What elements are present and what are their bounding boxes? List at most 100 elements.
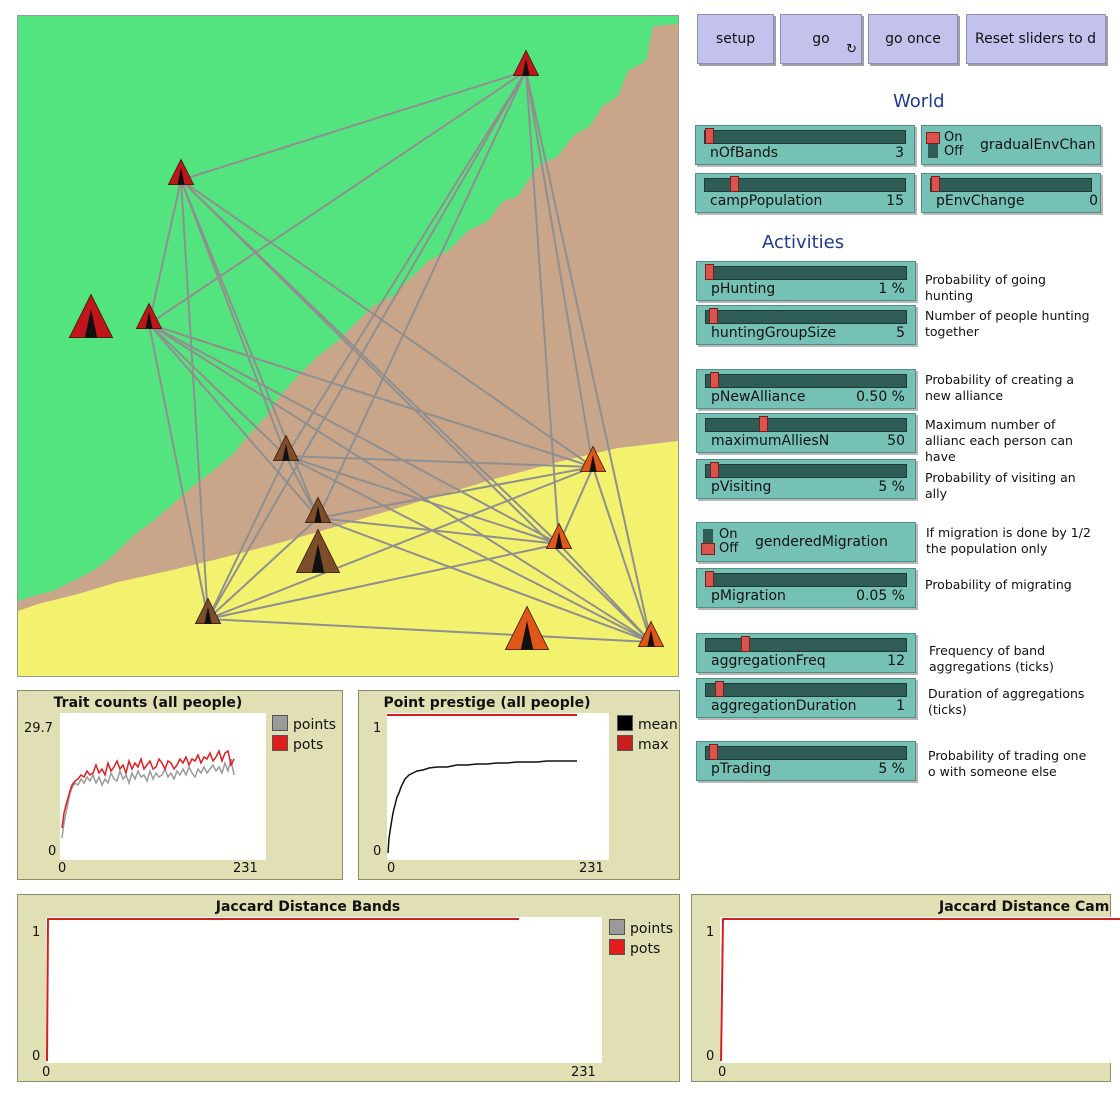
slider-thumb[interactable] (759, 416, 768, 432)
camp-tent-icon[interactable] (68, 293, 114, 339)
plot-title: Jaccard Distance Cam (939, 899, 1110, 915)
alliance-link (148, 70, 527, 325)
slider-thumb[interactable] (705, 264, 714, 280)
camp-tent-icon[interactable] (167, 158, 195, 186)
alliance-link (317, 517, 652, 643)
switch-label: genderedMigration (755, 534, 888, 550)
camp-tent-icon[interactable] (637, 620, 665, 647)
y-max-label: 1 (32, 925, 41, 940)
slider-thumb[interactable] (705, 128, 714, 144)
camp-tent-icon[interactable] (579, 445, 607, 473)
y-min-label: 0 (48, 844, 57, 859)
series-pots (46, 918, 519, 1062)
x-min-label: 0 (42, 1065, 51, 1080)
x-max-label: 231 (571, 1065, 596, 1080)
camp-tent-icon[interactable] (295, 528, 341, 573)
camp-tent-icon[interactable] (304, 496, 332, 524)
reset-sliders-button[interactable]: Reset sliders to d (966, 14, 1106, 64)
slider-thumb[interactable] (710, 372, 719, 388)
plot-area (387, 713, 609, 860)
go-once-button[interactable]: go once (868, 14, 958, 64)
series-points (61, 758, 235, 839)
section-title-world: World (893, 91, 945, 112)
switch-knob[interactable] (701, 543, 715, 555)
slider-thumb[interactable] (730, 176, 739, 192)
camp-tent-icon[interactable] (272, 434, 300, 462)
alliance-link (148, 323, 652, 643)
slider-label: aggregationFreq (711, 653, 826, 669)
x-min-label: 0 (58, 861, 67, 876)
plot-svg (61, 748, 235, 839)
slider-value: 5 % (878, 479, 905, 495)
camp-tent-icon[interactable] (194, 597, 222, 624)
pNewAlliance-note: Probability of creating a new alliance (925, 372, 1075, 403)
alliance-link (207, 455, 287, 620)
switch-bar (928, 132, 938, 158)
plot-title: Point prestige (all people) (383, 695, 591, 711)
slider-thumb[interactable] (709, 308, 718, 324)
x-max-label: 231 (579, 861, 604, 876)
switch-off-label: Off (944, 144, 964, 159)
switch-knob[interactable] (926, 132, 940, 144)
slider-track[interactable] (704, 130, 906, 144)
slider-label: pVisiting (711, 479, 772, 495)
camp-tent-icon[interactable] (135, 302, 163, 330)
pVisiting-slider[interactable]: pVisiting 5 % (696, 459, 916, 499)
alliance-link (180, 179, 594, 468)
camp-tent-icon[interactable] (512, 49, 540, 76)
alliance-link (207, 517, 319, 620)
series-pots (720, 918, 1120, 1062)
pMigration-note: Probability of migrating (925, 577, 1072, 592)
world-canvas (18, 16, 678, 676)
go-button[interactable]: go↻ (780, 14, 862, 64)
y-max-label: 29.7 (24, 721, 53, 736)
slider-value: 50 (887, 433, 905, 449)
slider-value: 5 % (878, 761, 905, 777)
slider-thumb[interactable] (705, 571, 714, 587)
forever-icon: ↻ (846, 42, 857, 57)
plot-svg (46, 918, 519, 1062)
camps (68, 49, 665, 650)
jaccard-bands-plot: Jaccard Distance Bands 1 0 0 231 points … (17, 894, 680, 1082)
slider-thumb[interactable] (715, 681, 724, 697)
jaccard-camps-plot: Jaccard Distance Cam 1 0 0 (691, 894, 1120, 1082)
legend-swatch (609, 939, 625, 955)
slider-thumb[interactable] (710, 462, 719, 478)
alliance-link (148, 323, 209, 620)
aggregationDuration-note: Duration of aggregations (ticks) (928, 686, 1085, 717)
y-max-label: 1 (706, 925, 715, 940)
y-max-label: 1 (373, 721, 382, 736)
switch-bar (703, 529, 713, 555)
pVisiting-note: Probability of visiting an ally (925, 470, 1076, 501)
slider-thumb[interactable] (931, 176, 940, 192)
alliance-link (180, 70, 527, 181)
slider-label: huntingGroupSize (711, 325, 837, 341)
legend-item-max: max (617, 735, 669, 753)
y-min-label: 0 (32, 1049, 41, 1064)
slider-track[interactable] (930, 178, 1092, 192)
slider-track[interactable] (704, 178, 906, 192)
camp-tent-icon[interactable] (504, 605, 550, 650)
camp-tent-icon[interactable] (545, 522, 573, 549)
world-view[interactable] (17, 15, 679, 677)
slider-label: nOfBands (710, 145, 779, 161)
slider-thumb[interactable] (709, 744, 718, 760)
slider-value: 0.50 % (856, 389, 905, 405)
legend-item-mean: mean (617, 715, 678, 733)
slider-thumb[interactable] (741, 636, 750, 652)
setup-button[interactable]: setup (697, 14, 774, 64)
legend-item-points: points (272, 715, 336, 733)
